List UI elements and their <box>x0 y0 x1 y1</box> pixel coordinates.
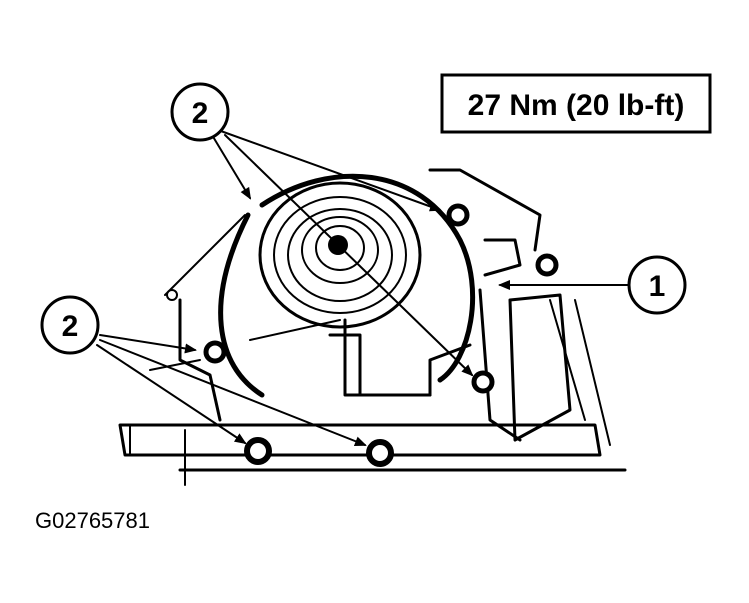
torque-spec-box: 27 Nm (20 lb-ft) <box>440 73 712 134</box>
callout-top-left-leaders <box>211 129 474 377</box>
callout-1: 1 <box>627 255 687 315</box>
figure-code: G02765781 <box>35 508 150 533</box>
callout-2-left: 2 <box>40 295 100 355</box>
callout-2-top-label: 2 <box>192 97 209 130</box>
callout-2-top: 2 <box>170 82 230 142</box>
clockspring-assembly-illustration <box>118 168 627 486</box>
callout-2-left-label: 2 <box>62 310 79 343</box>
torque-spec-label: 27 Nm (20 lb-ft) <box>468 89 685 122</box>
callout-left-leaders <box>96 334 367 446</box>
callout-1-label: 1 <box>649 270 666 303</box>
